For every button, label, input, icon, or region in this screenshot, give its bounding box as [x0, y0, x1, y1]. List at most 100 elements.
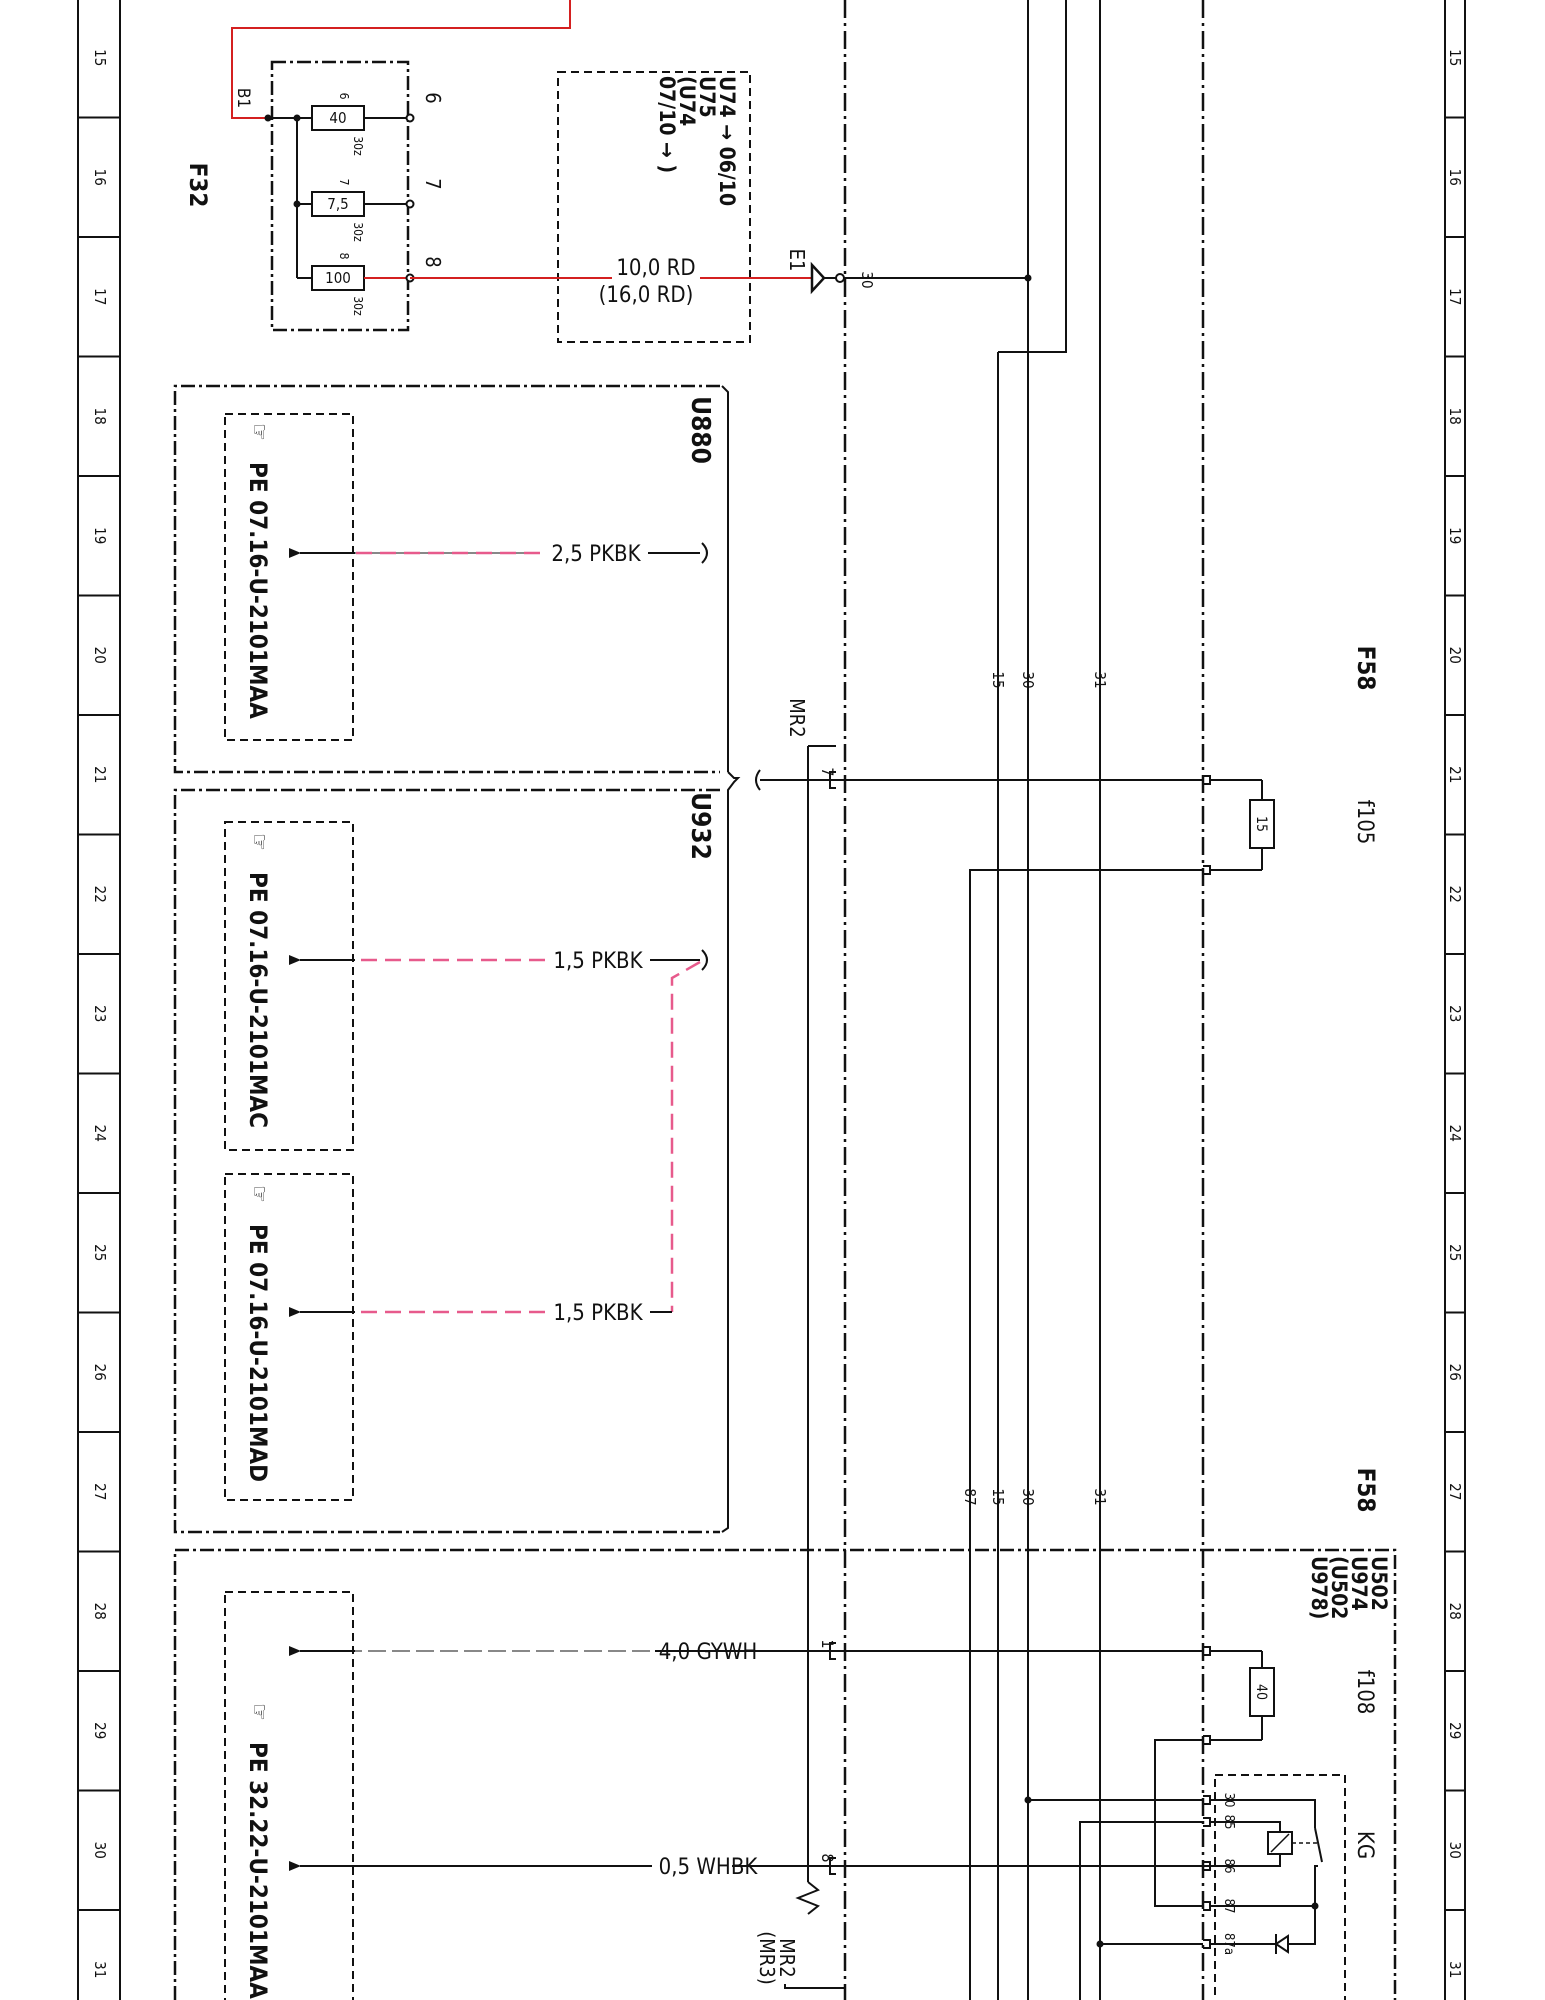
grid-ruler-right: [1444, 0, 1466, 2000]
bus-lines: [969, 0, 1203, 2000]
u880-label: U880: [685, 396, 715, 464]
variant-note-line-4: 07/10 → ): [655, 76, 679, 173]
relay-kg: [1024, 1774, 1346, 2000]
u932-wire-label-1: 1,5 PKBK: [553, 949, 643, 974]
grid-row-number: 29: [91, 1722, 109, 1739]
bus-label-31-top: 31: [1091, 671, 1109, 688]
fuse-out-pin-8: 8: [421, 256, 445, 267]
main-feed-wire: [410, 261, 1032, 295]
fuse-in-pin-7: 7: [337, 179, 351, 186]
variant-note-line-2: U75: [695, 76, 719, 118]
f58-upper-label: F58: [1352, 646, 1380, 691]
f58-variant-1: U502: [1367, 1556, 1391, 1611]
fuse-terminal-30z-3: 30z: [351, 296, 365, 316]
u932-reference-1: PE 07.16-U-2101MAC: [244, 872, 272, 1128]
f105-label: f105: [1352, 800, 1377, 845]
u880-module: [173, 384, 729, 774]
pe-reference-icon: ☞: [246, 833, 271, 851]
f108-label: f108: [1352, 1670, 1377, 1715]
lower-wire-label-2: 0,5 WHBK: [659, 1855, 759, 1880]
pe-reference-icon: ☞: [246, 1703, 271, 1721]
relay-pin-87a: 87a: [1221, 1933, 1236, 1955]
fuse-in-pin-6: 6: [337, 93, 351, 100]
grid-row-number: 24: [1446, 1125, 1464, 1142]
fuse-rating-7-5: 7,5: [327, 195, 348, 213]
mr2-pin-7: 7: [818, 767, 837, 776]
variant-note-line-3: (U74: [675, 76, 699, 126]
grid-row-number: 18: [1446, 408, 1464, 425]
grid-row-number: 16: [1446, 169, 1464, 186]
f58-variant-4: U978): [1307, 1556, 1331, 1619]
connector-e1-label: E1: [785, 249, 809, 272]
mr2-label: MR2: [785, 698, 809, 737]
mr2-pin-1: 1: [818, 1639, 837, 1648]
u932-reference-2: PE 07.16-U-2101MAD: [244, 1224, 272, 1482]
u880-wire-label: 2,5 PKBK: [551, 542, 641, 567]
grid-row-number: 20: [91, 647, 109, 664]
grid-row-number: 27: [91, 1483, 109, 1500]
grid-row-number: 31: [91, 1961, 109, 1978]
relay-kg-label: KG: [1352, 1831, 1377, 1859]
fuse-box-f32: [231, 0, 571, 332]
mr2-pin-8: 8: [818, 1853, 837, 1862]
grid-row-number: 25: [1446, 1244, 1464, 1261]
variant-note-line-1: U74 → 06/10: [715, 76, 739, 206]
lower-module: [173, 1548, 1397, 2000]
lower-reference: PE 32.22-U-2101MAA: [244, 1742, 272, 1999]
mr2-label-bottom: MR2: [775, 1938, 799, 1977]
pe-reference-icon: ☞: [246, 423, 271, 441]
grid-row-number: 31: [1446, 1961, 1464, 1978]
grid-row-number: 24: [91, 1125, 109, 1142]
mr2-connector: [755, 745, 1203, 2000]
f32-label: F32: [184, 163, 212, 208]
f32-connector-label: B1: [233, 88, 253, 108]
relay-pin-87: 87: [1221, 1899, 1236, 1914]
grid-row-number: 23: [1446, 1005, 1464, 1022]
grid-row-number: 21: [1446, 766, 1464, 783]
lower-wire-label-1: 4,0 GYWH: [659, 1640, 758, 1665]
mr3-label-bottom: (MR3): [755, 1931, 779, 1985]
terminal-30-label: 30: [858, 271, 876, 288]
bus-label-15-bottom: 15: [989, 1488, 1007, 1505]
grid-ticks: [78, 116, 1465, 1911]
grid-row-number: 29: [1446, 1722, 1464, 1739]
grid-row-number: 30: [1446, 1842, 1464, 1859]
grid-row-number: 28: [1446, 1603, 1464, 1620]
variant-note-box: [557, 71, 751, 343]
grid-row-number: 28: [91, 1603, 109, 1620]
grid-row-number: 17: [1446, 288, 1464, 305]
grid-row-number: 23: [91, 1005, 109, 1022]
fuse-rating-100: 100: [325, 269, 351, 287]
grid-row-number: 18: [91, 408, 109, 425]
main-feed-wire-label: 10,0 RD: [616, 256, 695, 281]
fuse-terminal-30z-2: 30z: [351, 222, 365, 242]
relay-pin-30: 30: [1221, 1793, 1236, 1808]
grid-row-number: 19: [1446, 527, 1464, 544]
bus-label-87-bottom: 87: [961, 1488, 979, 1505]
bus-label-31-bottom: 31: [1091, 1488, 1109, 1505]
fuse-in-pin-8: 8: [337, 253, 351, 260]
grid-row-number: 26: [1446, 1364, 1464, 1381]
grid-row-number: 22: [1446, 886, 1464, 903]
grid-row-number: 30: [91, 1842, 109, 1859]
relay-pin-86: 86: [1221, 1859, 1236, 1874]
fuse-rating-40: 40: [329, 109, 346, 127]
grid-row-number: 20: [1446, 647, 1464, 664]
bus-label-30-bottom: 30: [1019, 1488, 1037, 1505]
u880-reference: PE 07.16-U-2101MAA: [244, 462, 272, 719]
grid-row-number: 19: [91, 527, 109, 544]
fuse-out-pin-7: 7: [421, 178, 445, 189]
u932-module: [173, 771, 741, 1534]
grid-row-number: 22: [91, 886, 109, 903]
grid-row-number: 27: [1446, 1483, 1464, 1500]
fuse-terminal-30z-1: 30z: [351, 136, 365, 156]
grid-row-number: 26: [91, 1364, 109, 1381]
bus-label-30-top: 30: [1019, 671, 1037, 688]
grid-row-number: 15: [91, 49, 109, 66]
f108-rating: 40: [1253, 1684, 1269, 1700]
pe-reference-icon: ☞: [246, 1185, 271, 1203]
grid-row-number: 25: [91, 1244, 109, 1261]
f58-variant-2: U974: [1347, 1556, 1371, 1611]
